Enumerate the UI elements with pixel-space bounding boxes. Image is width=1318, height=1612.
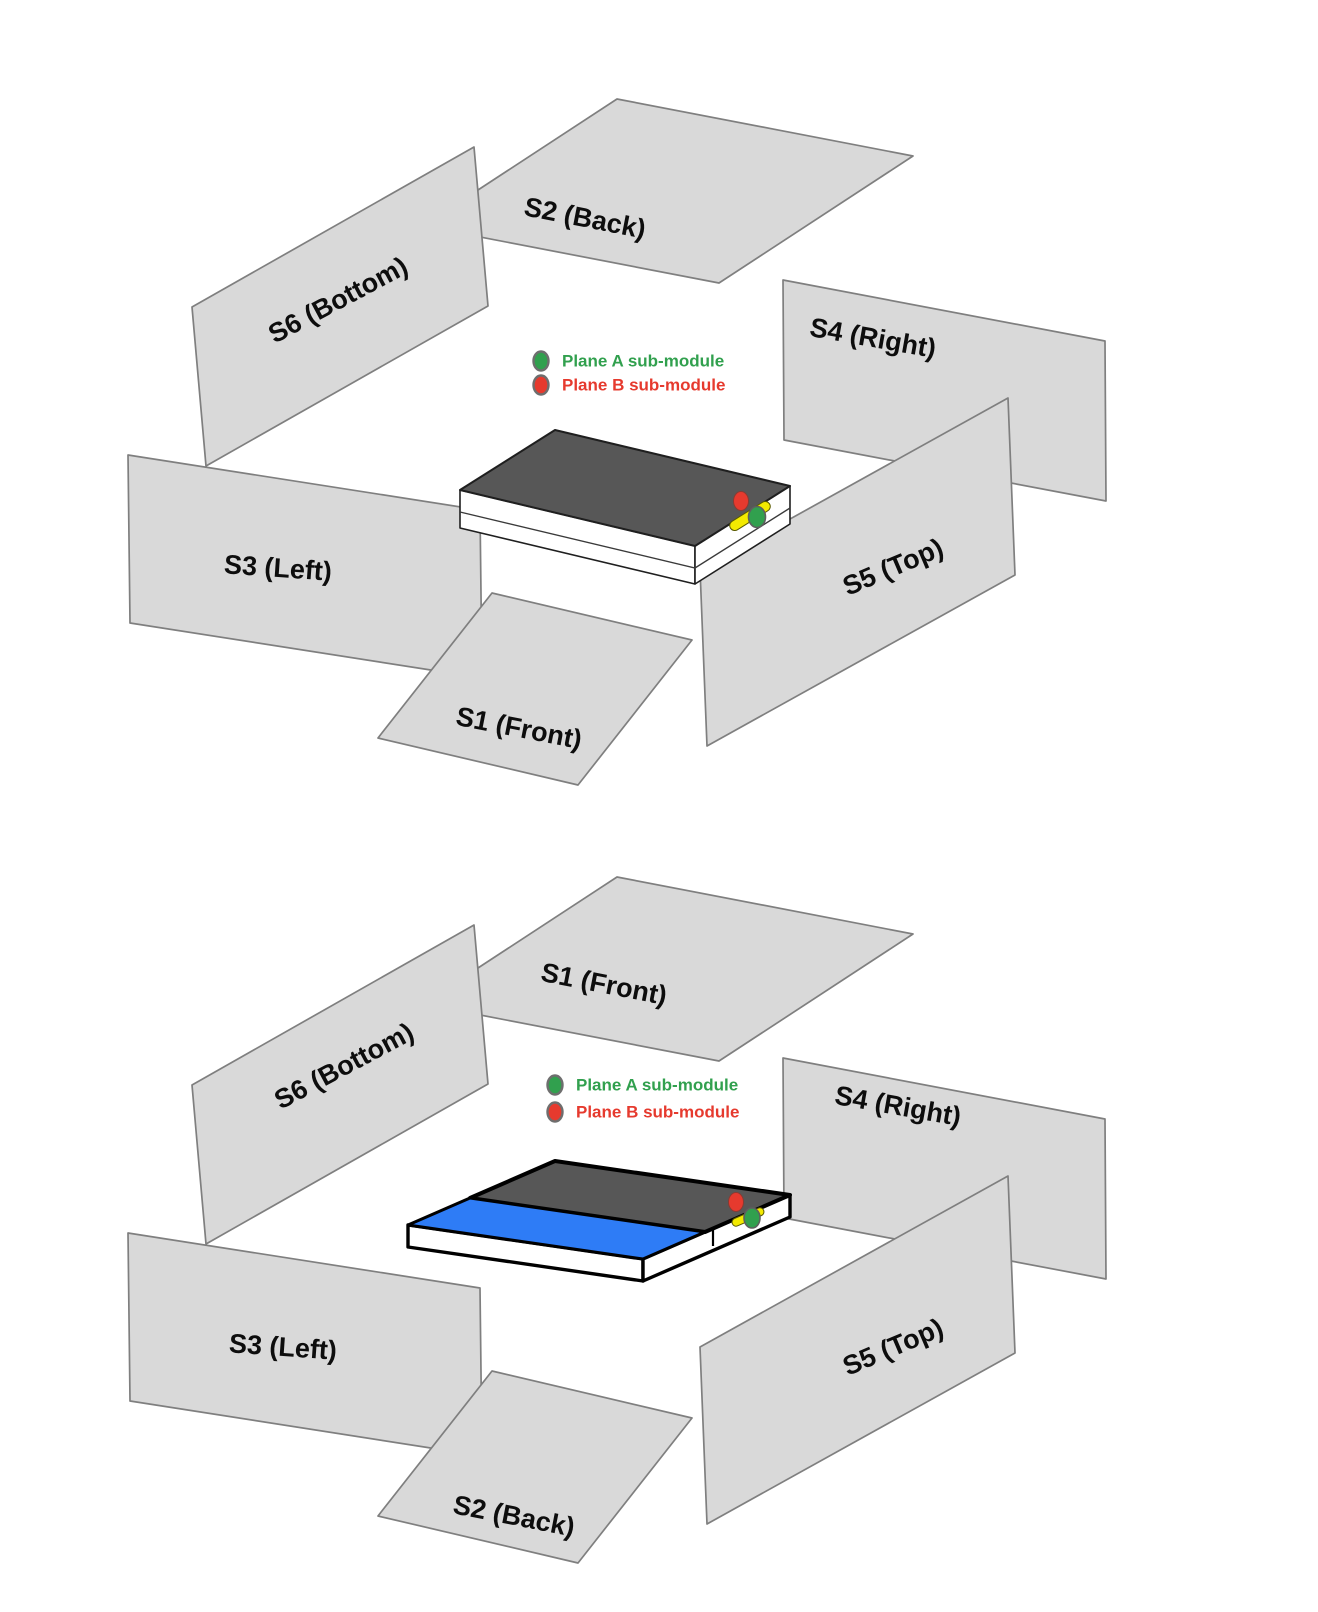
panel-s5-top (699, 1175, 1016, 1525)
panel-s4-right (782, 279, 1107, 502)
panel-s4-right (782, 1057, 1107, 1280)
plane-b-legend-dot (546, 1101, 564, 1123)
plane-a-marker (747, 505, 767, 529)
panel-s2-back (377, 1370, 693, 1564)
panel-s5-top (699, 397, 1016, 747)
plane-b-marker (733, 491, 749, 511)
exploded-view-diagram-1: S2 (Back) S6 (Bottom) S4 (Right) S3 (Lef… (127, 98, 1107, 786)
legend-1: Plane A sub-module Plane B sub-module (532, 350, 725, 396)
detector-module-2 (406, 1159, 792, 1283)
detector-module-1 (459, 429, 791, 585)
module-top-face (459, 429, 791, 547)
panel-s2-back (422, 98, 914, 284)
panel-s6-bottom (191, 146, 489, 467)
legend-2: Plane A sub-module Plane B sub-module (546, 1074, 739, 1123)
plane-b-marker (728, 1192, 744, 1212)
module-blue-face (406, 1196, 707, 1261)
plane-b-legend-dot (532, 374, 550, 396)
plane-b-legend-label: Plane B sub-module (576, 1103, 739, 1122)
plane-a-legend-label: Plane A sub-module (562, 352, 724, 371)
panel-s1-front (377, 592, 693, 786)
plane-a-legend-label: Plane A sub-module (576, 1076, 738, 1095)
plane-a-legend-dot (546, 1074, 564, 1096)
panel-s6-bottom (191, 924, 489, 1245)
panel-s1-front (422, 876, 914, 1062)
plane-a-marker (743, 1207, 761, 1229)
plane-b-legend-label: Plane B sub-module (562, 376, 725, 395)
exploded-view-diagram-2: S1 (Front) S6 (Bottom) S4 (Right) S3 (Le… (127, 876, 1107, 1564)
plane-a-legend-dot (532, 350, 550, 372)
